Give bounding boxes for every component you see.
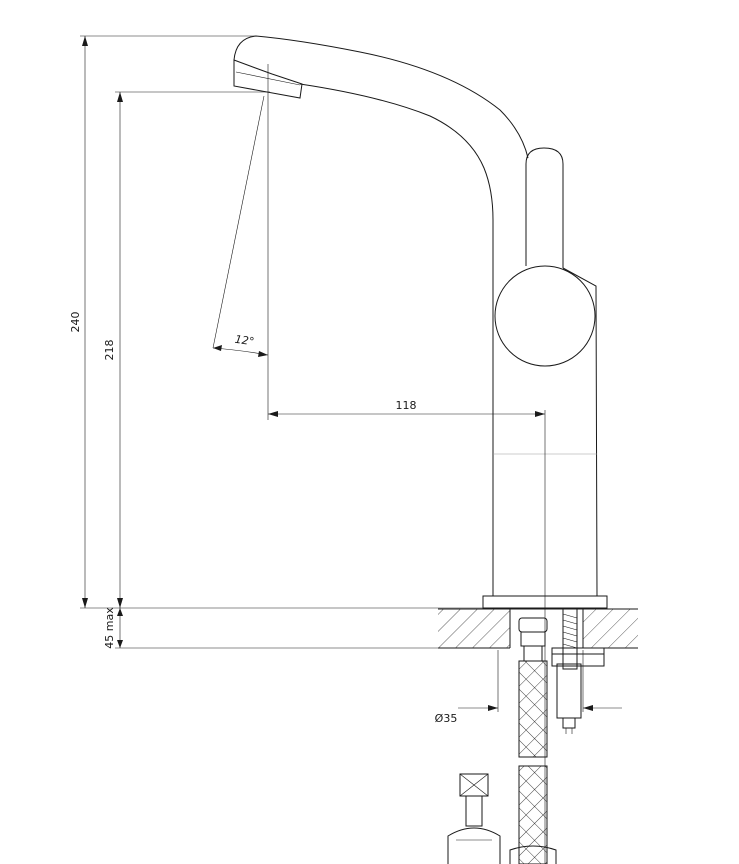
dim-label-45-max: 45 max [103,607,116,649]
threaded-stud [556,608,582,734]
supply-hose-2 [509,765,557,864]
dimension-spout-angle: 12° [212,333,269,357]
supply-hose-1 [518,617,548,758]
dimension-total-height: 240 [69,36,88,608]
dim-label-118: 118 [396,399,417,412]
hose-end-fitting [447,773,501,864]
dim-label-218: 218 [103,340,116,361]
dim-label-240: 240 [69,312,82,333]
dimension-spout-height: 218 [103,92,123,608]
dimension-spout-reach: 118 [268,399,545,417]
dim-label-12-deg: 12° [234,333,255,349]
lever-handle [525,147,564,268]
dimension-deck-thickness: 45 max [103,607,123,649]
faucet-body [233,35,608,609]
extension-lines [80,35,584,864]
cartridge-disc [494,265,596,367]
deck-section [438,608,638,667]
dimension-hole-diameter: Ø35 [435,705,622,725]
dim-label-d35: Ø35 [435,712,458,725]
